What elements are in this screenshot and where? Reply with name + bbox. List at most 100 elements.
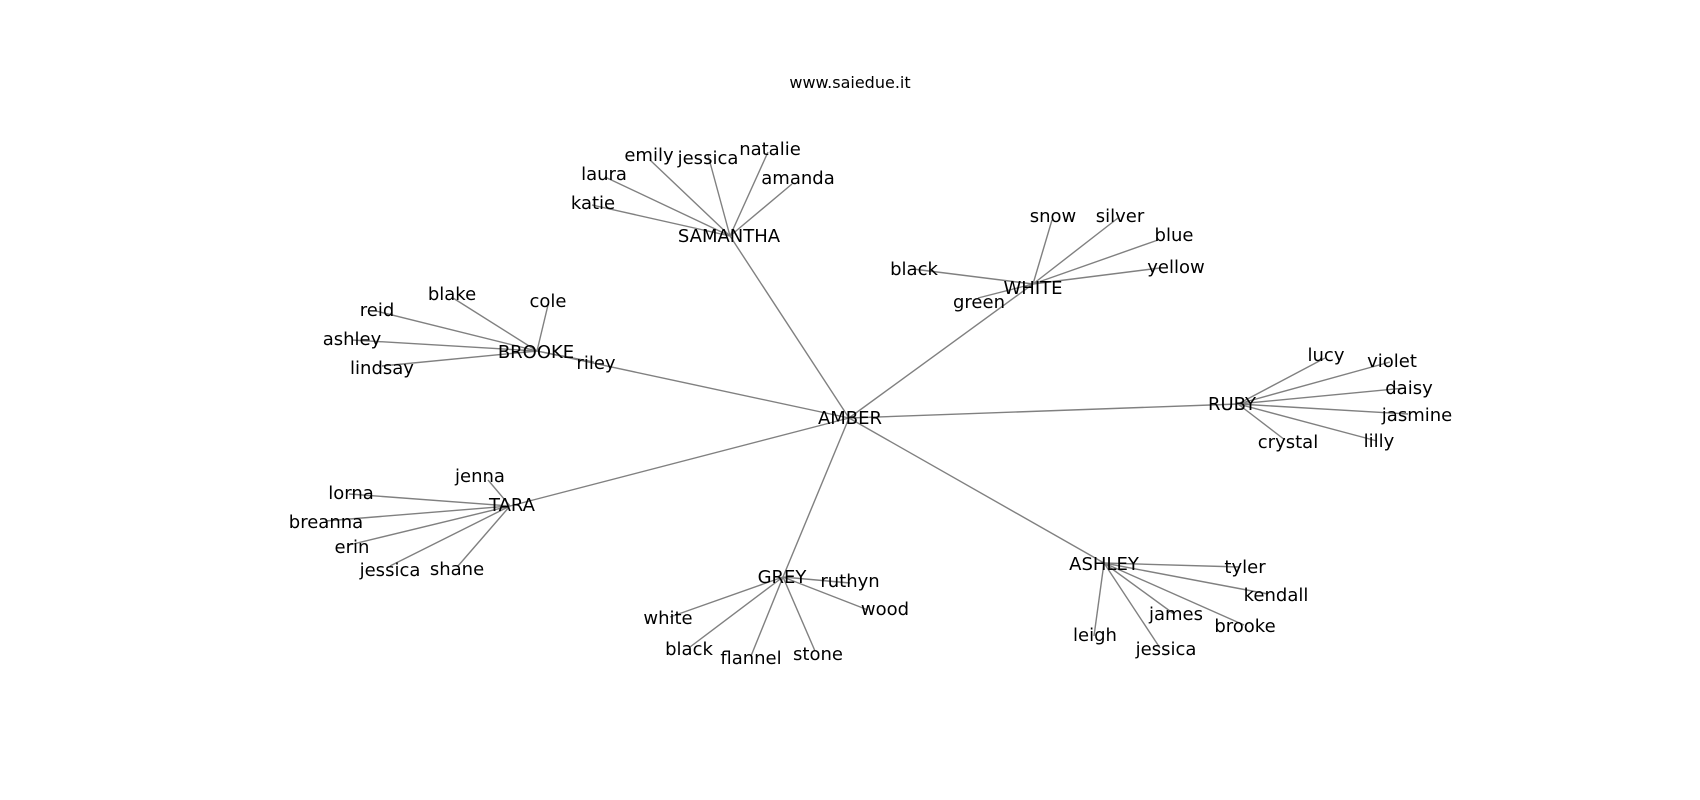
edge-brooke-reid [375,310,538,352]
node-leaf-ruby-crystal: crystal [1258,432,1318,453]
node-leaf-brooke-lindsay: lindsay [350,358,414,379]
node-hub-ashley: ASHLEY [1069,554,1140,575]
edge-grey-stone [782,576,816,652]
node-leaf-white-yellow: yellow [1147,257,1204,278]
edge-samantha-jessica [707,154,731,237]
node-leaf-ruby-jasmine: jasmine [1381,405,1452,426]
edge-ruby-jasmine [1237,403,1409,415]
node-leaf-ruby-lucy: lucy [1308,345,1345,366]
node-leaf-tara-shane: shane [430,559,484,580]
node-leaf-brooke-riley: riley [576,353,615,374]
edge-grey-flannel [750,576,784,657]
node-leaf-brooke-reid: reid [360,300,395,321]
edge-ashley-jessica [1103,562,1161,649]
edge-tara-lorna [348,493,511,507]
edge-white-black [912,268,1034,285]
edge-tara-jenna [487,479,511,507]
node-hub-tara: TARA [488,495,536,516]
node-leaf-ruby-daisy: daisy [1385,378,1433,399]
edges-layer [324,151,1409,657]
edge-tara-jessica [389,505,511,567]
edge-ruby-crystal [1237,403,1286,441]
edge-ruby-violet [1237,361,1391,405]
node-leaf-tara-erin: erin [335,537,370,558]
edge-ashley-james [1103,562,1175,615]
node-leaf-grey-black: black [665,639,713,660]
node-hub-brooke: BROOKE [498,342,574,363]
node-leaf-ashley-leigh: leigh [1073,625,1117,646]
edge-grey-wood [782,576,869,611]
node-leaf-white-green: green [953,292,1005,313]
node-leaf-brooke-blake: blake [428,284,476,305]
node-hub-grey: GREY [758,567,808,588]
edge-samantha-katie [591,204,731,237]
edge-white-yellow [1032,267,1161,285]
node-leaf-samantha-amanda: amanda [761,168,834,189]
node-leaf-grey-flannel: flannel [720,648,781,669]
edge-white-blue [1032,239,1159,285]
node-leaf-samantha-jessica: jessica [677,148,739,169]
node-hub-white: WHITE [1003,278,1062,299]
node-leaf-ashley-james: james [1148,604,1203,625]
edge-samantha-laura [604,176,731,237]
node-leaf-brooke-cole: cole [530,291,567,312]
node-leaf-samantha-laura: laura [581,164,627,185]
edge-root-ashley [848,417,1105,564]
edge-brooke-ashley [351,339,538,352]
node-leaf-samantha-emily: emily [624,145,674,166]
edge-white-silver [1032,217,1119,285]
edge-ashley-brooke [1103,562,1245,626]
edge-root-grey [782,417,850,578]
node-leaf-ashley-kendall: kendall [1244,585,1309,606]
node-leaf-tara-lorna: lorna [328,483,374,504]
edge-brooke-lindsay [381,350,538,367]
node-leaf-grey-ruthyn: ruthyn [820,571,879,592]
edge-grey-black [689,576,784,648]
node-hub-ruby: RUBY [1208,394,1257,415]
node-leaf-tara-jenna: jenna [454,466,505,487]
node-leaf-tara-jessica: jessica [359,560,421,581]
edge-ashley-leigh [1093,562,1105,637]
edge-samantha-emily [649,159,731,237]
node-leaf-white-snow: snow [1030,206,1077,227]
edge-tara-shane [457,505,511,567]
edge-samantha-amanda [729,183,793,237]
node-leaf-ruby-lilly: lilly [1364,431,1395,452]
node-leaf-white-blue: blue [1155,225,1194,246]
node-leaf-ashley-tyler: tyler [1224,557,1266,578]
edge-root-brooke [536,350,850,419]
edge-root-tara [509,417,850,507]
edge-root-samantha [729,235,850,419]
edge-brooke-blake [452,297,538,352]
node-leaf-white-silver: silver [1096,206,1145,227]
edge-root-white [848,283,1034,419]
node-leaf-ashley-brooke: brooke [1214,616,1275,637]
edge-tara-erin [348,505,511,546]
node-leaf-white-black: black [890,259,938,280]
edge-ashley-tyler [1103,562,1241,568]
edge-ruby-lilly [1237,403,1378,442]
node-hub-samantha: SAMANTHA [678,226,781,247]
edge-grey-white [669,576,784,618]
node-leaf-grey-wood: wood [861,599,909,620]
node-root-amber: AMBER [818,408,882,429]
edge-grey-ruthyn [782,576,851,584]
edge-brooke-cole [536,304,549,352]
edge-white-green [977,283,1034,299]
edge-ruby-daisy [1237,387,1406,405]
edge-tara-breanna [324,505,511,522]
node-leaf-ashley-jessica: jessica [1135,639,1197,660]
diagram-title: www.saiedue.it [789,73,910,92]
node-leaf-grey-stone: stone [793,644,843,665]
edge-white-snow [1032,219,1053,285]
edge-root-ruby [848,403,1239,419]
node-leaf-samantha-katie: katie [571,193,615,214]
edge-brooke-riley [536,350,595,363]
edge-ruby-lucy [1237,357,1326,405]
node-leaf-ruby-violet: violet [1367,351,1417,372]
node-leaf-grey-white: white [643,608,692,629]
edge-samantha-natalie [729,151,769,237]
node-leaf-samantha-natalie: natalie [739,139,801,160]
